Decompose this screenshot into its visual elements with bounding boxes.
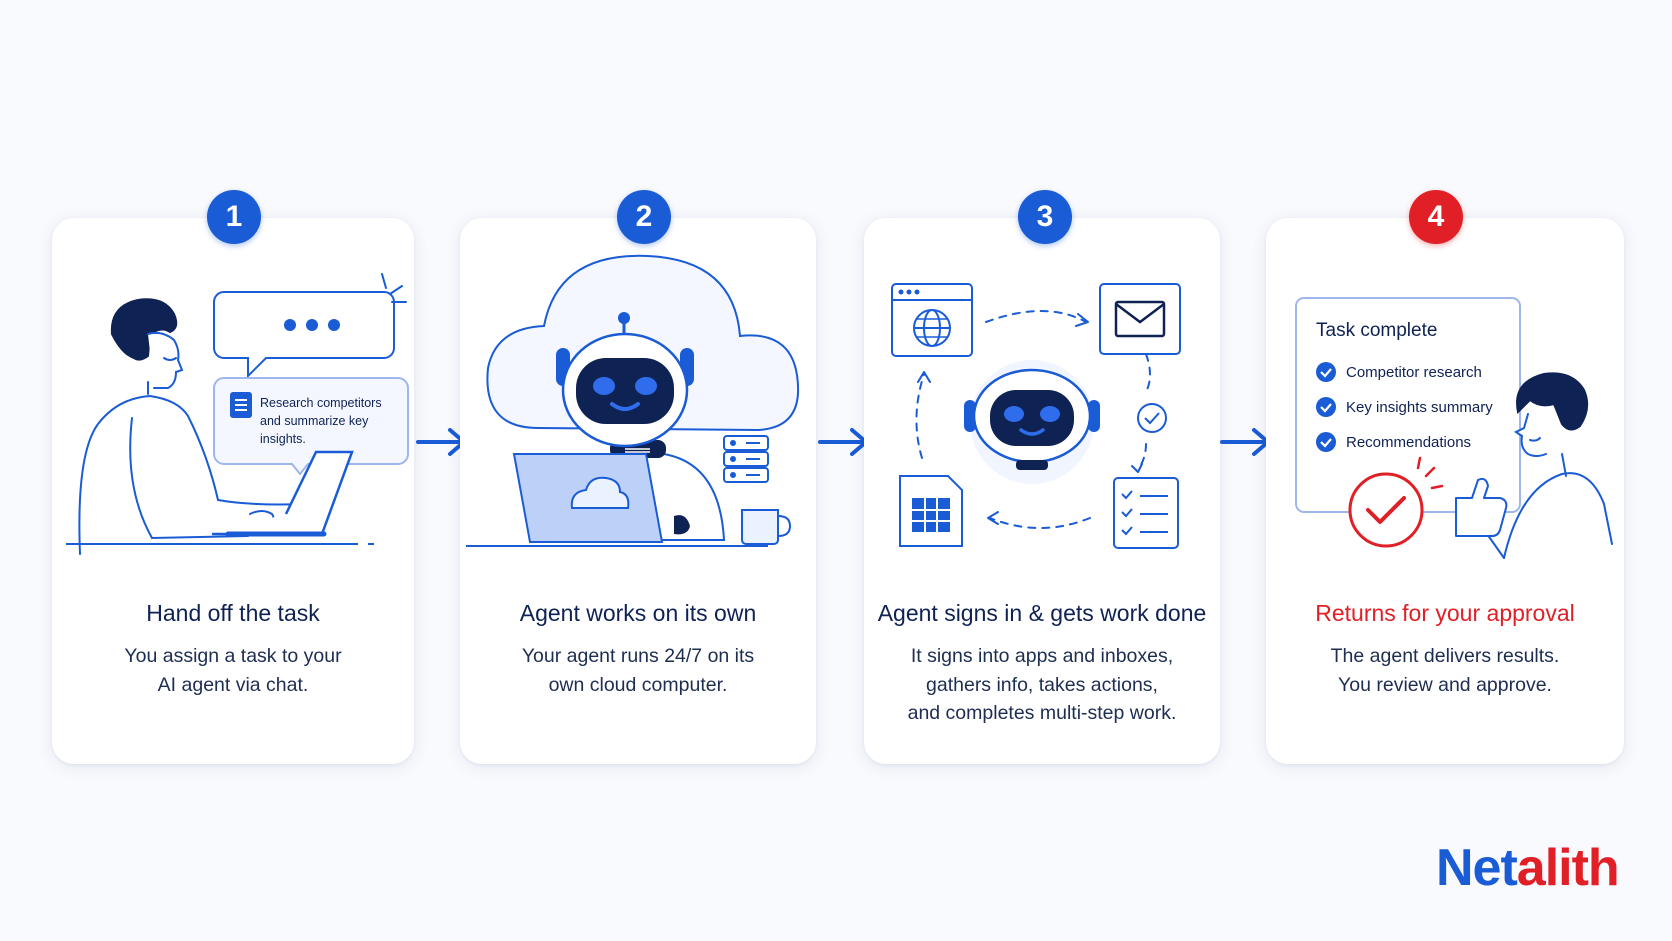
envelope-icon <box>1099 283 1181 355</box>
brand-logo: Netalith <box>1436 838 1620 898</box>
step-badge-4: 4 <box>1409 190 1463 244</box>
step-card-4: Task complete Competitor research Key in… <box>1266 218 1624 764</box>
step-desc-2: Your agent runs 24/7 on its own cloud co… <box>470 642 806 699</box>
task-bubble: Research competitors and summarize key i… <box>213 377 409 476</box>
check-circle-icon <box>1316 397 1336 417</box>
step-card-2: Agent works on its own Your agent runs 2… <box>460 218 816 764</box>
spreadsheet-icon <box>899 475 963 547</box>
agent-cloud-illustration <box>466 254 800 547</box>
laptop-icon <box>466 453 768 547</box>
approval-illustration: Task complete Competitor research Key in… <box>1295 297 1613 559</box>
brand-logo-part-2: alith <box>1516 839 1620 897</box>
step-desc-1-line-1: You assign a task to your <box>124 645 342 667</box>
task-item-1: Competitor research <box>1346 364 1482 381</box>
task-complete-card: Task complete Competitor research Key in… <box>1295 297 1521 513</box>
robot-icon <box>964 360 1100 484</box>
step-desc-3-line-2: gathers info, takes actions, <box>926 673 1158 696</box>
step-title-1: Hand off the task <box>146 600 320 626</box>
step-desc-1: You assign a task to your AI agent via c… <box>62 642 404 699</box>
thumbs-up-icon <box>1455 477 1508 537</box>
step-desc-1-line-2: AI agent via chat. <box>157 673 309 696</box>
task-complete-heading: Task complete <box>1316 320 1437 341</box>
step-card-3: Agent signs in & gets work done It signs… <box>864 218 1220 764</box>
task-item-2: Key insights summary <box>1346 399 1493 416</box>
laptop-icon <box>66 450 374 545</box>
step-badge-3: 3 <box>1018 190 1072 244</box>
step-desc-3-line-3: and completes multi-step work. <box>907 702 1177 724</box>
step-title-4: Returns for your approval <box>1315 600 1575 626</box>
task-item-3: Recommendations <box>1346 434 1471 451</box>
checklist-icon <box>1113 477 1179 549</box>
step-badge-2: 2 <box>617 190 671 244</box>
coffee-mug-icon <box>741 509 792 545</box>
step-desc-4-line-1: The agent delivers results. <box>1330 645 1560 667</box>
check-circle-icon <box>1316 362 1336 382</box>
brand-logo-part-1: Net <box>1436 839 1518 897</box>
step-title-2: Agent works on its own <box>519 600 757 626</box>
step-desc-2-line-2: own cloud computer. <box>548 673 728 696</box>
step-badge-1: 1 <box>207 190 261 244</box>
step-desc-4-line-2: You review and approve. <box>1338 673 1552 696</box>
hand-off-illustration: Research competitors and summarize key i… <box>66 273 409 555</box>
approval-check-icon <box>1348 456 1444 548</box>
task-bubble-line-3: insights. <box>260 432 306 446</box>
check-circle-icon <box>1316 432 1336 452</box>
step-card-1: Research competitors and summarize key i… <box>52 218 414 764</box>
task-bubble-line-1: Research competitors <box>260 396 382 410</box>
apps-cycle-illustration <box>891 283 1181 549</box>
person-illustration <box>78 298 305 555</box>
chat-dots-icon <box>213 273 407 379</box>
step-desc-3-line-1: It signs into apps and inboxes, <box>910 645 1174 667</box>
step-desc-2-line-1: Your agent runs 24/7 on its <box>521 645 755 667</box>
person-illustration <box>1479 372 1613 559</box>
step-title-3: Agent signs in & gets work done <box>877 600 1207 626</box>
step-desc-3: It signs into apps and inboxes, gathers … <box>874 642 1210 728</box>
browser-globe-icon <box>891 283 973 357</box>
server-icon <box>723 435 769 483</box>
step-desc-4: The agent delivers results. You review a… <box>1276 642 1614 699</box>
check-circle-icon <box>1137 403 1167 433</box>
task-bubble-line-2: and summarize key <box>260 414 369 428</box>
